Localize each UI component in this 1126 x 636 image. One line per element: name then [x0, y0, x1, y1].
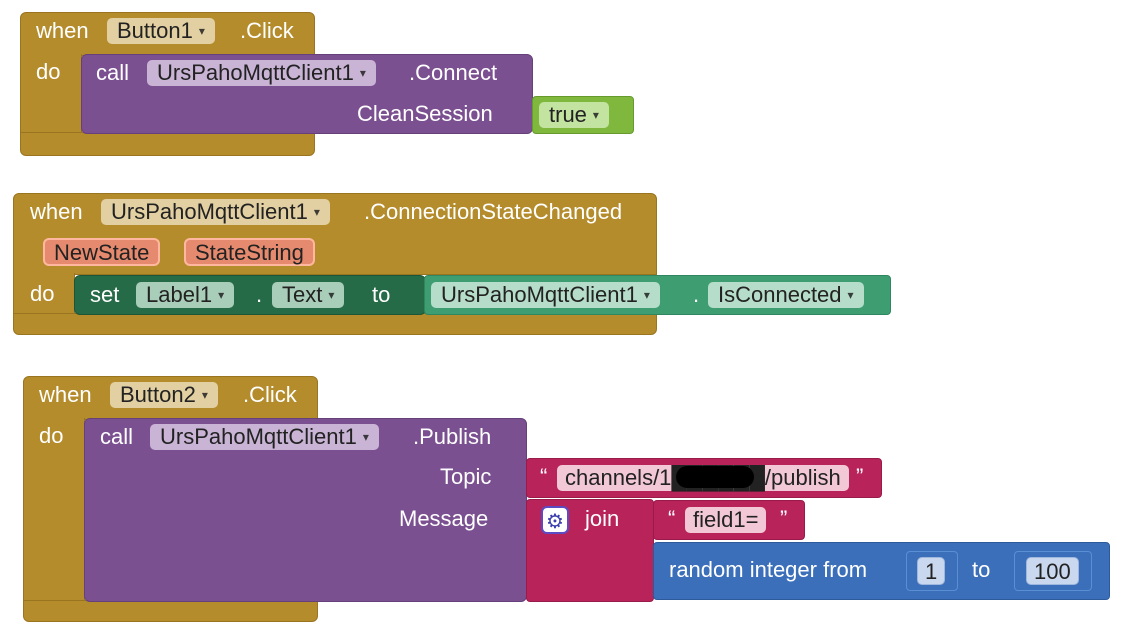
client-name: UrsPahoMqttClient1: [157, 60, 354, 85]
chevron-down-icon: ▾: [313, 205, 320, 219]
method-name: .Connect: [409, 60, 498, 85]
when-label: when: [30, 199, 83, 224]
dot-separator: .: [693, 282, 700, 307]
getter-component-name: UrsPahoMqttClient1: [441, 282, 638, 307]
true-dropdown[interactable]: true ▾: [539, 102, 609, 128]
event-footer: [23, 600, 318, 622]
when-label: when: [39, 382, 92, 407]
dot-separator: .: [256, 282, 263, 307]
field1-text-field[interactable]: field1=: [685, 507, 767, 533]
chevron-down-icon: ▾: [592, 108, 599, 122]
chevron-down-icon: ▾: [359, 66, 366, 80]
button1-dropdown[interactable]: Button1 ▾: [107, 18, 215, 44]
param-newstate[interactable]: NewState: [43, 238, 161, 266]
chevron-down-icon: ▾: [201, 388, 208, 402]
getter-property-name: IsConnected: [718, 282, 842, 307]
to-label: to: [972, 557, 991, 582]
method-name: .Publish: [413, 424, 492, 449]
random-label: random integer from: [669, 557, 868, 582]
component-name: Button1: [117, 18, 193, 43]
do-label: do: [36, 59, 61, 84]
to-label: to: [372, 282, 391, 307]
quote-open: “: [668, 506, 676, 531]
chevron-down-icon: ▾: [847, 288, 854, 302]
event-footer: [13, 313, 657, 335]
join-label: join: [585, 506, 620, 531]
chevron-down-icon: ▾: [198, 24, 205, 38]
event-name: .ConnectionStateChanged: [364, 199, 623, 224]
quote-close: ”: [780, 506, 788, 531]
do-label: do: [39, 423, 64, 448]
event-left-arm: [13, 273, 75, 315]
chevron-down-icon: ▾: [643, 288, 650, 302]
quote-open: “: [540, 464, 548, 489]
event-name: .Click: [240, 18, 294, 43]
client-dropdown[interactable]: UrsPahoMqttClient1 ▾: [150, 424, 379, 450]
quote-close: ”: [856, 464, 864, 489]
chevron-down-icon: ▾: [218, 288, 225, 302]
text-property-dropdown[interactable]: Text ▾: [272, 282, 345, 308]
redaction-mark: [676, 466, 754, 488]
button2-dropdown[interactable]: Button2 ▾: [110, 382, 218, 408]
call-label: call: [96, 60, 130, 85]
message-label: Message: [399, 506, 489, 531]
set-label: set: [90, 282, 120, 307]
getter-client-dropdown[interactable]: UrsPahoMqttClient1 ▾: [431, 282, 660, 308]
client-dropdown[interactable]: UrsPahoMqttClient1 ▾: [147, 60, 376, 86]
property-name: Text: [282, 282, 323, 307]
event-name: .Click: [243, 382, 297, 407]
arg-label: CleanSession: [357, 101, 493, 126]
do-label: do: [30, 281, 55, 306]
component-name: Button2: [120, 382, 196, 407]
gear-icon[interactable]: ⚙: [541, 506, 569, 534]
chevron-down-icon: ▾: [328, 288, 335, 302]
target-name: Label1: [146, 282, 213, 307]
param-statestring[interactable]: StateString: [184, 238, 315, 266]
isconnected-dropdown[interactable]: IsConnected ▾: [708, 282, 864, 308]
topic-label: Topic: [440, 464, 492, 489]
client-name: UrsPahoMqttClient1: [160, 424, 357, 449]
chevron-down-icon: ▾: [362, 430, 369, 444]
bool-value: true: [549, 102, 587, 127]
set-label1-text-block[interactable]: [74, 275, 426, 315]
call-label: call: [100, 424, 134, 449]
to-number-field[interactable]: 100: [1026, 557, 1079, 585]
event-left-arm: [20, 54, 82, 134]
client-dropdown[interactable]: UrsPahoMqttClient1 ▾: [101, 199, 330, 225]
when-label: when: [36, 18, 89, 43]
component-name: UrsPahoMqttClient1: [111, 199, 308, 224]
event-footer: [20, 132, 315, 156]
label1-dropdown[interactable]: Label1 ▾: [136, 282, 235, 308]
from-number-field[interactable]: 1: [917, 557, 946, 585]
